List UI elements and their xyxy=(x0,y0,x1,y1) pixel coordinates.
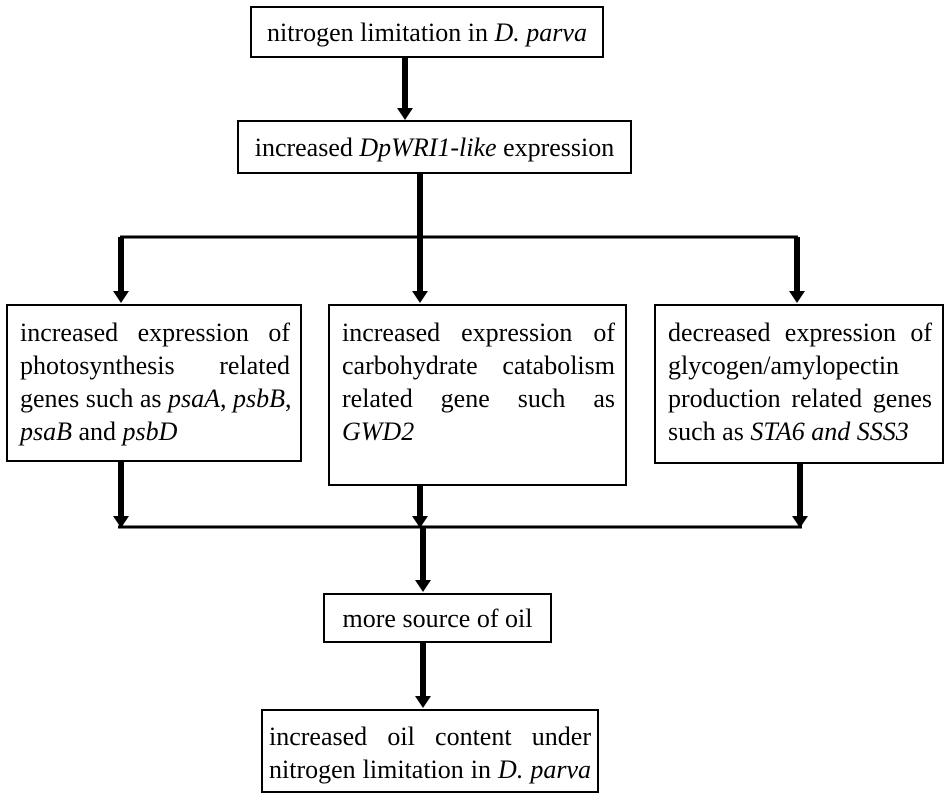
box-carbohydrate-catabolism-genes: increased expression of carbohydrate cat… xyxy=(328,304,627,486)
gene-dpwri1-like: DpWRI1-like xyxy=(359,132,497,162)
genes-sta6-sss3: STA6 and SSS3 xyxy=(750,417,909,446)
arrowhead-final xyxy=(415,696,431,708)
right-line-4: such as STA6 and SSS3 xyxy=(668,417,909,446)
right-line-1: decreased expression of xyxy=(668,318,932,347)
middle-line-3: related gene such as xyxy=(342,384,615,413)
box-wri1-text: increased DpWRI1-like expression xyxy=(254,132,615,162)
arrowhead-wri1 xyxy=(397,108,413,120)
box-photosynthesis-genes: increased expression of photosynthesis r… xyxy=(6,304,302,462)
box-glycogen-amylopectin-genes: decreased expression of glycogen/amylope… xyxy=(654,304,944,464)
final-line-1: increased oil content under xyxy=(269,722,591,751)
box-increased-oil-content: increased oil content under nitrogen lim… xyxy=(261,709,599,793)
arrowhead-middle-merge xyxy=(412,516,428,528)
middle-line-4: GWD2 xyxy=(342,415,615,448)
arrowhead-right-merge xyxy=(792,516,808,528)
species-name-final: D. parva xyxy=(498,755,592,784)
gene-gwd2: GWD2 xyxy=(342,417,415,446)
box-nitrogen-limitation: nitrogen limitation in D. parva xyxy=(250,6,604,58)
right-line-3: production related genes xyxy=(668,384,932,413)
final-line-2: nitrogen limitation in D. parva xyxy=(269,755,592,784)
arrowhead-oil-source xyxy=(415,580,431,592)
middle-line-1: increased expression of xyxy=(342,318,615,347)
gene-psbb: psbB xyxy=(233,384,286,413)
arrowhead-right xyxy=(789,291,805,303)
arrowhead-left xyxy=(113,291,129,303)
right-line-2: glycogen/amylopectin xyxy=(668,351,900,380)
left-line-4: psaB and psbD xyxy=(20,417,178,446)
gene-psab: psaB xyxy=(20,417,72,446)
arrowhead-left-merge xyxy=(113,516,129,528)
gene-psbd: psbD xyxy=(122,417,178,446)
left-line-3: genes such as psaA, psbB, xyxy=(20,384,292,413)
box-oil-source-text: more source of oil xyxy=(342,603,533,633)
species-name: D. parva xyxy=(494,17,587,47)
left-line-2: photosynthesis related xyxy=(20,351,290,380)
left-line-1: increased expression of xyxy=(20,318,290,347)
gene-psaa: psaA xyxy=(168,384,221,413)
box-increased-wri1-expression: increased DpWRI1-like expression xyxy=(237,120,632,174)
middle-line-2: carbohydrate catabolism xyxy=(342,351,615,380)
box-nitrogen-limitation-text: nitrogen limitation in D. parva xyxy=(267,17,587,47)
arrowhead-middle xyxy=(412,291,428,303)
box-more-source-of-oil: more source of oil xyxy=(323,593,552,643)
